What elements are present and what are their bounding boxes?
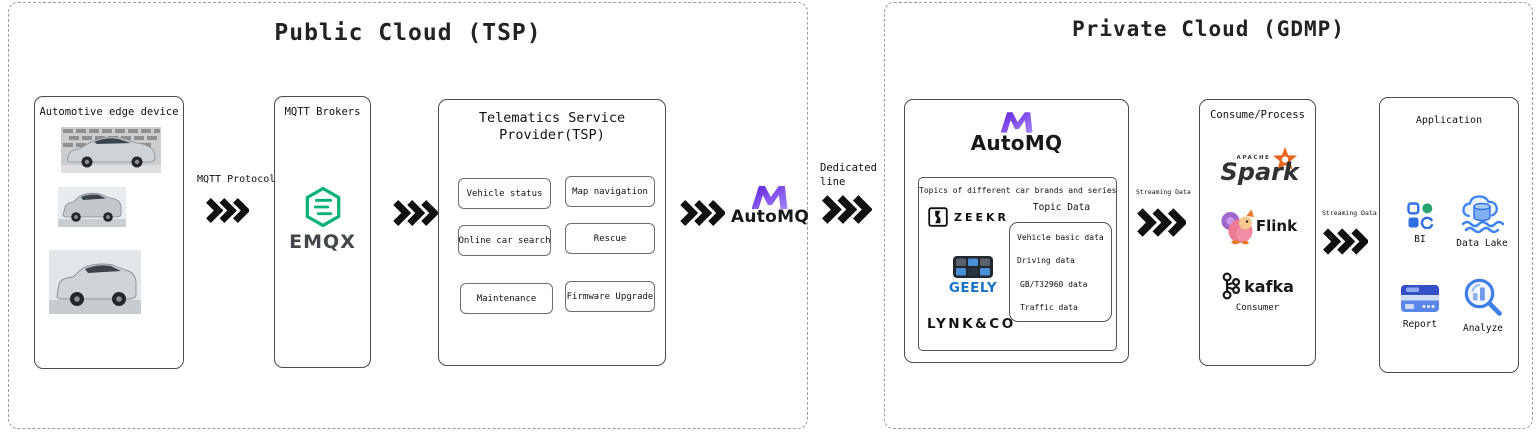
consume-process-title: Consume/Process [1210, 109, 1305, 121]
car-suv-illustration [58, 187, 126, 227]
streaming-data-label: Streaming Data [1322, 209, 1377, 217]
data-lake-label: Data Lake [1456, 238, 1508, 249]
topic-item: Vehicle basic data [1017, 233, 1104, 242]
triple-chevron-icon [821, 195, 872, 224]
triple-chevron-icon [1137, 208, 1186, 237]
spark-star-icon [1272, 147, 1297, 170]
bi-label: BI [1414, 234, 1426, 245]
private-cloud-title: Private Cloud (GDMP) [1072, 17, 1345, 41]
maintenance-button: Maintenance [460, 283, 553, 314]
automotive-edge-device-box: Automotive edge device [34, 96, 184, 369]
analyze-item: Analyze [1454, 276, 1512, 334]
automq-wordmark: AutoMQ [730, 207, 810, 227]
automq-logo: AutoMQ [905, 111, 1128, 154]
application-box: Application BI Data Lake [1379, 97, 1519, 373]
automq-m-icon [1000, 112, 1033, 133]
kafka-consumer-label: Consumer [1235, 303, 1280, 313]
zeekr-icon [928, 207, 948, 227]
zeekr-wordmark: ZEEKR [954, 210, 1009, 224]
car-photo-suv-concept [49, 250, 141, 314]
triple-chevron-icon [680, 200, 725, 226]
geely-emblem-icon [953, 256, 993, 278]
geely-logo: GEELY [943, 256, 1003, 296]
car-photo-sedan [61, 127, 161, 173]
triple-chevron-icon [1323, 228, 1368, 255]
tsp-to-automq-connector [679, 199, 725, 227]
topic-item: Traffic data [1020, 302, 1078, 312]
topic-item: Driving data [1017, 256, 1075, 266]
topic-item: GB/T32960 data [1020, 279, 1088, 289]
topic-data-box: Vehicle basic data Driving data GB/T3296… [1009, 222, 1112, 322]
emqx-wordmark: EMQX [289, 231, 356, 253]
dedicated-line-label: Dedicated line [820, 162, 877, 188]
bi-item: BI [1394, 202, 1446, 245]
mqtt-brokers-box: MQTT Brokers EMQX [274, 96, 371, 368]
report-item: Report [1390, 282, 1450, 330]
analyze-icon [1464, 278, 1502, 316]
public-cloud-region: Public Cloud (TSP) Automotive edge devic… [8, 2, 809, 429]
dedicated-line-connector: Dedicated line [820, 161, 884, 225]
tsp-title: Telematics Service Provider(TSP) [478, 110, 626, 143]
spark-wordmark: Spark [1220, 158, 1299, 186]
lynkco-logo: LYNK&CO [927, 316, 1016, 332]
online-car-search-button: Online car search [458, 225, 551, 256]
kafka-wordmark: kafka [1244, 276, 1294, 296]
map-navigation-button: Map navigation [565, 176, 655, 207]
zeekr-logo: ZEEKR [928, 207, 1009, 227]
mqtt-protocol-connector: MQTT Protocol [197, 173, 281, 224]
emqx-hexagon-icon [305, 186, 340, 228]
automq-wordmark: AutoMQ [970, 131, 1063, 155]
car-sedan-illustration [61, 127, 161, 173]
consume-process-box: Consume/Process APACHE Spark [1199, 99, 1316, 366]
car-photo-suv [58, 187, 126, 227]
application-title: Application [1415, 115, 1483, 126]
car-concept-illustration [49, 250, 141, 314]
kafka-logo: kafka Consumer [1221, 272, 1294, 313]
tsp-box: Telematics Service Provider(TSP) Vehicle… [438, 99, 666, 366]
analyze-label: Analyze [1462, 323, 1504, 334]
topics-box: Topics of different car brands and serie… [918, 177, 1117, 351]
streaming-data-connector: Streaming Data [1136, 185, 1191, 239]
flink-logo: Flink [1218, 206, 1297, 246]
firmware-upgrade-button: Firmware Upgrade [565, 281, 655, 312]
rescue-button: Rescue [565, 223, 655, 254]
brokers-to-tsp-connector [392, 199, 438, 227]
topic-data-label: Topic Data [1032, 202, 1091, 213]
geely-wordmark: GEELY [948, 280, 998, 296]
edge-device-title: Automotive edge device [39, 106, 179, 118]
report-label: Report [1402, 319, 1438, 330]
flink-wordmark: Flink [1255, 217, 1298, 235]
data-lake-item: Data Lake [1450, 193, 1514, 249]
bi-icon [1406, 202, 1433, 229]
automq-m-icon [752, 186, 788, 209]
streaming-data-connector: Streaming Data [1322, 206, 1377, 257]
automq-box: AutoMQ Topics of different car brands an… [904, 99, 1129, 363]
data-lake-icon [1461, 195, 1504, 233]
private-cloud-region: Private Cloud (GDMP) AutoMQ Topics of di… [884, 2, 1533, 429]
mqtt-protocol-label: MQTT Protocol [197, 174, 276, 185]
triple-chevron-icon [393, 200, 438, 226]
kafka-icon [1222, 272, 1240, 300]
report-icon [1401, 285, 1439, 312]
mqtt-brokers-title: MQTT Brokers [284, 106, 361, 118]
emqx-logo: EMQX [275, 186, 370, 253]
topics-title: Topics of different car brands and serie… [919, 186, 1117, 195]
streaming-data-label: Streaming Data [1136, 188, 1191, 196]
flink-squirrel-icon [1220, 209, 1254, 245]
triple-chevron-icon [206, 197, 249, 224]
spark-apache-label: APACHE [1236, 155, 1271, 161]
public-cloud-title: Public Cloud (TSP) [274, 20, 542, 46]
automq-logo: AutoMQ [725, 185, 815, 227]
vehicle-status-button: Vehicle status [458, 178, 551, 209]
spark-logo: APACHE Spark [1218, 146, 1299, 192]
